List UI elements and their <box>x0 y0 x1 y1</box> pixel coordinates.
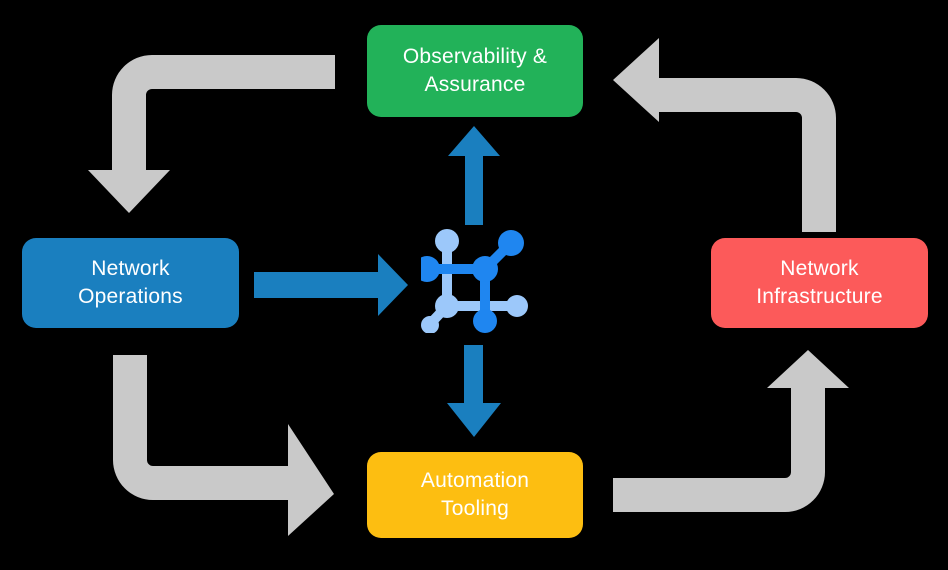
connector-infrastructure-to-observability <box>613 38 836 232</box>
network-topology-icon <box>421 229 528 333</box>
node-network-operations-label: Network Operations <box>78 257 183 308</box>
node-observability-assurance-label: Observability & Assurance <box>402 45 548 96</box>
node-automation-tooling-label: Automation Tooling <box>420 469 530 520</box>
connector-observability-to-ops <box>88 55 335 213</box>
node-network-infrastructure[interactable]: Network Infrastructure <box>711 238 928 328</box>
connector-automation-to-infrastructure <box>613 350 849 512</box>
connector-center-to-automation <box>447 345 501 437</box>
node-automation-tooling[interactable]: Automation Tooling <box>367 452 583 538</box>
node-network-infrastructure-label: Network Infrastructure <box>756 257 883 308</box>
connector-ops-to-automation <box>113 355 334 536</box>
node-network-operations[interactable]: Network Operations <box>22 238 239 328</box>
node-observability-assurance[interactable]: Observability & Assurance <box>367 25 583 117</box>
connector-center-to-observability <box>448 126 500 225</box>
connector-ops-to-center <box>254 254 408 316</box>
